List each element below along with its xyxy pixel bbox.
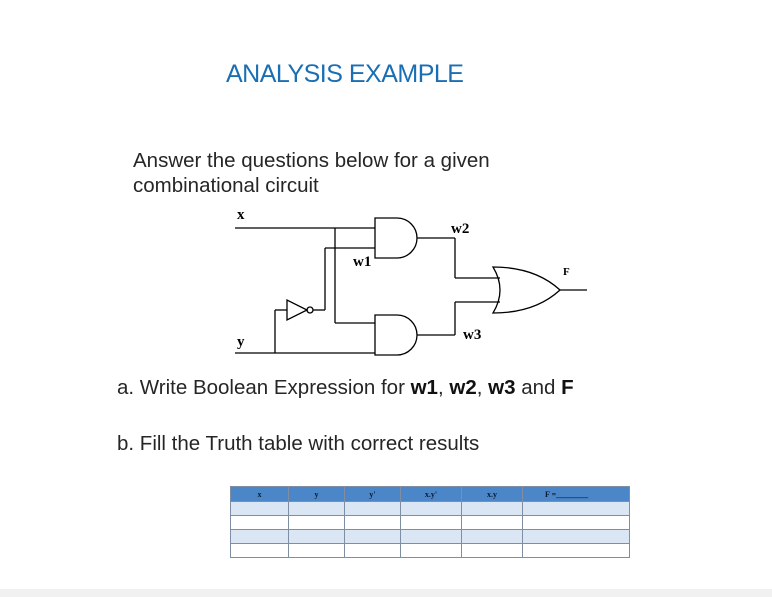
truth-table-header-row: x y y' x.y' x.y F =________ [230,486,630,502]
table-cell[interactable] [522,543,630,558]
intro-line-2: combinational circuit [133,174,319,197]
table-cell[interactable] [344,529,401,544]
question-a-f: F [561,376,574,399]
question-a-prefix: a. Write Boolean Expression for [117,376,411,399]
and-gate-top [374,217,418,259]
question-a-and: and [515,376,562,399]
table-row [230,529,630,544]
label-x: x [237,207,245,223]
question-a-sep-1: , [437,376,450,399]
label-f: F [563,266,570,278]
intro-line-1: Answer the questions below for a given [133,149,490,172]
label-w1: w1 [353,254,371,270]
table-cell[interactable] [522,515,630,530]
table-cell[interactable] [230,529,289,544]
table-cell[interactable] [461,529,523,544]
question-a-sep-2: , [476,376,489,399]
logic-circuit-diagram: x y w1 w2 w3 F [235,207,587,356]
header-y-not: y' [344,486,401,502]
table-cell[interactable] [400,515,462,530]
table-cell[interactable] [461,501,523,516]
table-cell[interactable] [461,515,523,530]
question-a-w1: w1 [410,376,438,399]
table-cell[interactable] [288,529,345,544]
table-cell[interactable] [344,501,401,516]
table-cell[interactable] [400,501,462,516]
table-cell[interactable] [400,543,462,558]
table-cell[interactable] [522,529,630,544]
label-y: y [237,334,245,350]
question-a-w2: w2 [449,376,477,399]
table-cell[interactable] [344,543,401,558]
header-y: y [288,486,345,502]
table-cell[interactable] [288,543,345,558]
question-a-w3: w3 [488,376,516,399]
table-row [230,515,630,530]
header-x: x [230,486,289,502]
header-x-and-y: x.y [461,486,523,502]
table-row [230,501,630,516]
header-f: F =________ [522,486,630,502]
table-cell[interactable] [230,501,289,516]
label-w2: w2 [451,221,469,237]
intro-text: Answer the questions below for a given c… [133,148,593,198]
question-a: a. Write Boolean Expression for w1, w2, … [117,376,574,400]
table-cell[interactable] [522,501,630,516]
table-cell[interactable] [400,529,462,544]
not-gate-bubble [306,306,314,314]
table-cell[interactable] [230,515,289,530]
truth-table: x y y' x.y' x.y F =________ [230,486,630,558]
and-gate-bottom [374,314,418,356]
label-w3: w3 [463,327,481,343]
header-x-and-y-not: x.y' [400,486,462,502]
table-cell[interactable] [288,515,345,530]
or-gate [491,266,561,314]
slide-title: ANALYSIS EXAMPLE [226,60,464,88]
question-b: b. Fill the Truth table with correct res… [117,432,480,455]
table-cell[interactable] [288,501,345,516]
table-cell[interactable] [230,543,289,558]
bottom-strip [0,589,772,597]
table-row [230,543,630,558]
table-cell[interactable] [344,515,401,530]
table-cell[interactable] [461,543,523,558]
not-gate [286,298,309,322]
